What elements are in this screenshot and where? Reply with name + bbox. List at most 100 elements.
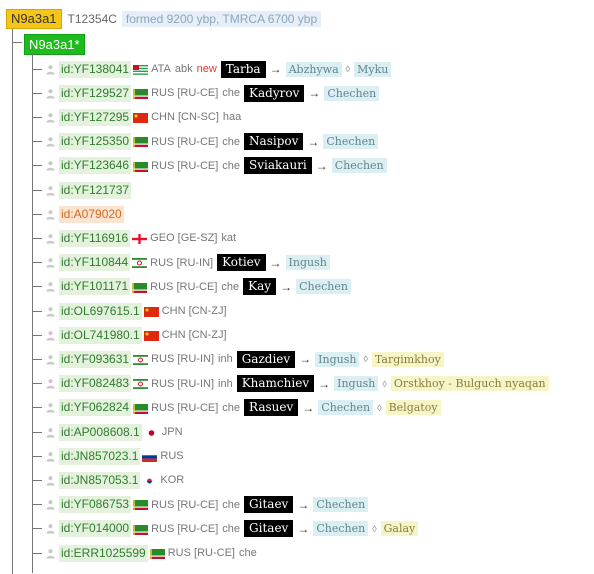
tree-branch xyxy=(32,334,42,336)
person-icon xyxy=(46,282,55,292)
tribe-label: Myku xyxy=(354,61,392,77)
tree-branch xyxy=(32,479,42,481)
tree-branch xyxy=(32,165,42,167)
ethnic-group-label: Abzhywa xyxy=(285,61,342,77)
tree-branch xyxy=(32,358,42,360)
jpn-flag-icon xyxy=(142,425,162,439)
kor-flag-icon xyxy=(140,473,160,487)
country-code: CHN [CN-ZJ] xyxy=(161,329,227,342)
tree-branch xyxy=(32,455,42,457)
language-code: che xyxy=(221,280,240,293)
diamond-separator-icon: ◊ xyxy=(382,378,387,389)
arrow-right-icon: → xyxy=(318,376,331,391)
tree-branch xyxy=(32,552,42,554)
tree-branch xyxy=(32,528,42,530)
country-code: RUS [RU-IN] xyxy=(151,377,215,390)
child-haplogroup-label[interactable]: N9a3a1* xyxy=(24,34,85,55)
person-icon xyxy=(46,112,55,123)
ethnic-group-label: Chechen xyxy=(331,158,387,174)
tree-branch xyxy=(32,141,42,143)
tree-branch xyxy=(32,116,42,118)
sample-id-link[interactable]: id:YF082483 xyxy=(59,375,132,393)
sample-id-link[interactable]: id:YF014000 xyxy=(59,520,132,538)
che-flag-icon xyxy=(148,546,168,560)
sample-id-link[interactable]: id:YF123646 xyxy=(59,157,132,175)
person-icon xyxy=(46,403,55,413)
arrow-right-icon: → xyxy=(299,352,312,367)
ata-flag-icon xyxy=(131,62,151,76)
tree-branch xyxy=(32,68,42,70)
person-icon xyxy=(46,64,55,74)
sample-id-link[interactable]: id:YF086753 xyxy=(59,496,132,514)
sample-id-link[interactable]: id:YF062824 xyxy=(59,399,132,417)
language-code: che xyxy=(222,135,241,148)
che-flag-icon xyxy=(131,522,151,536)
language-code: haa xyxy=(222,111,242,124)
country-code: GEO [GE-SZ] xyxy=(150,232,218,245)
country-code: KOR xyxy=(160,474,185,487)
sample-id-link[interactable]: id:YF101171 xyxy=(59,278,131,296)
sample-id-link[interactable]: id:JN857053.1 xyxy=(59,471,141,489)
ing-flag-icon xyxy=(131,377,151,391)
sample-id-link[interactable]: id:OL697615.1 xyxy=(59,302,142,320)
root-haplogroup-label[interactable]: N9a3a1 xyxy=(6,9,62,29)
surname-label: Kadyrov xyxy=(244,84,305,102)
tree-branch xyxy=(32,213,42,215)
tree-branch xyxy=(32,383,42,385)
ethnic-group-label: Chechen xyxy=(324,85,380,101)
language-code: inh xyxy=(218,353,233,366)
sample-id-link[interactable]: id:JN857023.1 xyxy=(59,447,141,465)
country-code: RUS [RU-CE] xyxy=(151,87,219,100)
sample-id-link[interactable]: id:YF093631 xyxy=(59,350,132,368)
sample-id-link[interactable]: id:YF129527 xyxy=(59,84,132,102)
sample-row: id:OL741980.1 CHN [CN-ZJ] xyxy=(32,326,231,344)
person-icon xyxy=(46,475,55,486)
surname-label: Kay xyxy=(243,278,277,296)
person-icon xyxy=(46,161,55,171)
surname-label: Gitaev xyxy=(244,496,294,514)
country-code: RUS [RU-IN] xyxy=(150,256,214,269)
sample-id-link[interactable]: id:YF138041 xyxy=(59,60,132,78)
diamond-separator-icon: ◊ xyxy=(363,354,368,365)
country-code: RUS [RU-CE] xyxy=(151,522,219,535)
sample-id-link[interactable]: id:A079020 xyxy=(59,205,124,223)
sample-id-link[interactable]: id:AP008608.1 xyxy=(59,423,142,441)
sample-id-link[interactable]: id:YF116916 xyxy=(59,229,131,247)
che-flag-icon xyxy=(131,86,151,100)
arrow-right-icon: → xyxy=(280,279,293,294)
person-icon xyxy=(46,233,55,244)
country-code: RUS [RU-CE] xyxy=(151,159,219,172)
tree-branch xyxy=(32,504,42,506)
root-haplogroup-row: N9a3a1 T12354C formed 9200 ybp, TMRCA 67… xyxy=(6,9,322,29)
language-code: che xyxy=(238,547,257,559)
che-flag-icon xyxy=(131,498,151,512)
geo-flag-icon xyxy=(130,231,150,245)
ethnic-group-label: Chechen xyxy=(313,497,369,513)
arrow-right-icon: → xyxy=(269,255,282,270)
person-icon xyxy=(46,379,55,389)
arrow-right-icon: → xyxy=(308,86,321,101)
tribe-label: Galay xyxy=(380,521,419,537)
sample-id-link[interactable]: id:YF127295 xyxy=(59,108,132,126)
ing-flag-icon xyxy=(130,256,150,270)
ethnic-group-label: Ingush xyxy=(334,376,379,392)
person-icon xyxy=(46,451,55,462)
sample-id-link[interactable]: id:YF110844 xyxy=(59,254,131,272)
tribe-label: Orstkhoy - Bulguch nyaqan xyxy=(390,376,549,392)
age-estimate: formed 9200 ybp, TMRCA 6700 ybp xyxy=(121,11,322,27)
diamond-separator-icon: ◊ xyxy=(377,402,382,413)
chn-flag-icon xyxy=(142,304,162,318)
sample-row: id:A079020 xyxy=(32,205,124,223)
sample-id-link[interactable]: id:YF121737 xyxy=(59,181,132,199)
sample-id-link[interactable]: id:OL741980.1 xyxy=(59,326,142,344)
sample-row: id:JN857053.1 KOR xyxy=(32,471,188,489)
sample-id-link[interactable]: id:ERR1025599 xyxy=(59,544,148,562)
sample-id-link[interactable]: id:YF125350 xyxy=(59,133,132,151)
person-icon xyxy=(46,137,55,147)
